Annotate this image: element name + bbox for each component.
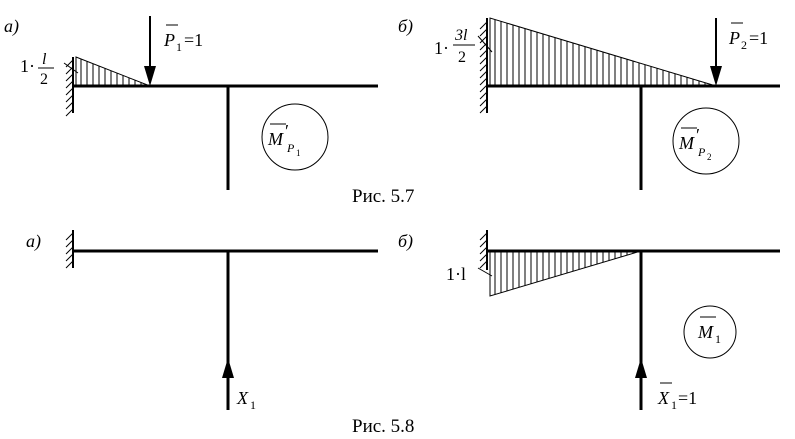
svg-text:X: X <box>236 388 249 408</box>
force-arrow-icon <box>710 18 722 86</box>
svg-text:2: 2 <box>707 152 712 162</box>
svg-text:1·: 1· <box>434 38 449 58</box>
svg-text:P: P <box>163 30 175 50</box>
value-leader-line <box>477 35 493 53</box>
value-leader-line <box>63 62 79 74</box>
svg-text:′: ′ <box>696 125 700 145</box>
svg-text:=1: =1 <box>749 28 768 48</box>
fig57-panel-b: б) 1· 3l 2 <box>398 16 780 190</box>
svg-text:P: P <box>697 145 706 159</box>
force-arrow-icon <box>144 16 156 86</box>
panel-label: а) <box>26 231 41 252</box>
fixed-support-icon <box>65 230 74 269</box>
svg-text:′: ′ <box>285 121 289 141</box>
svg-text:3l: 3l <box>454 27 468 44</box>
force-arrow-icon <box>222 358 234 378</box>
svg-text:=1: =1 <box>184 30 203 50</box>
moment-diagram-area <box>489 17 717 87</box>
svg-text:P: P <box>728 28 740 48</box>
force-label: P 1 =1 <box>163 24 203 54</box>
svg-text:1: 1 <box>715 332 721 346</box>
svg-text:l: l <box>42 51 47 68</box>
force-arrow-icon <box>635 358 647 378</box>
force-label: X 1 <box>236 388 256 412</box>
figure-caption: Рис. 5.8 <box>352 416 414 437</box>
diagram-name-circle: M 1 <box>683 305 737 359</box>
svg-text:1: 1 <box>250 398 256 412</box>
moment-value-label: 1· l 2 <box>20 51 54 88</box>
fixed-support-icon <box>479 18 488 114</box>
moment-diagram-area <box>75 56 151 87</box>
panel-label: а) <box>4 16 19 37</box>
panel-label: б) <box>398 231 413 252</box>
fig58-panel-a: а) X 1 <box>26 230 378 412</box>
moment-value-label: 1·l <box>446 264 466 284</box>
diagram-name-circle: M ′ P 2 <box>672 107 740 175</box>
svg-text:2: 2 <box>40 71 48 88</box>
force-label: X 1 =1 <box>657 382 697 412</box>
fixed-support-icon <box>479 230 488 270</box>
diagram-name-circle: M ′ P 1 <box>261 103 329 171</box>
fig57-panel-a: а) 1· l 2 <box>4 16 378 190</box>
svg-text:M: M <box>267 129 284 149</box>
moment-value-label: 1· 3l 2 <box>434 27 475 66</box>
svg-text:1: 1 <box>296 148 301 158</box>
svg-text:1: 1 <box>176 40 182 54</box>
figure-caption: Рис. 5.7 <box>352 186 414 207</box>
svg-text:P: P <box>286 141 295 155</box>
svg-text:2: 2 <box>741 38 747 52</box>
svg-text:M: M <box>678 133 695 153</box>
svg-text:X: X <box>657 388 670 408</box>
fixed-support-icon <box>65 57 74 117</box>
panel-label: б) <box>398 16 413 37</box>
svg-text:M: M <box>697 322 714 342</box>
force-label: P 2 =1 <box>728 22 768 52</box>
fig58-panel-b: б) 1·l X 1 =1 M 1 <box>398 230 780 412</box>
moment-diagram-area <box>489 250 642 297</box>
svg-text:1·: 1· <box>20 56 35 76</box>
svg-text:=1: =1 <box>678 388 697 408</box>
svg-text:2: 2 <box>458 49 466 66</box>
value-leader-line <box>477 267 493 277</box>
svg-text:1: 1 <box>671 398 677 412</box>
